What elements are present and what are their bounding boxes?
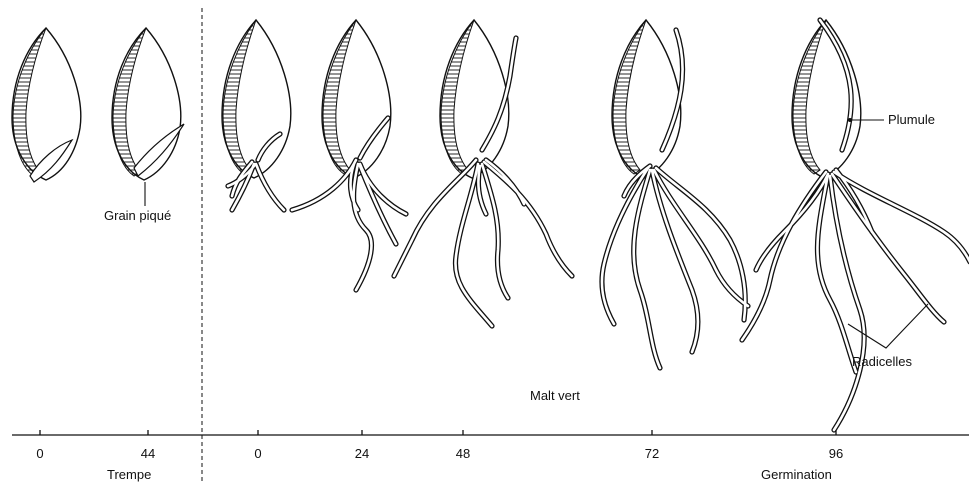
trempe-label: Trempe (107, 468, 151, 481)
grain-trempe-44 (112, 28, 184, 206)
malt-vert-label: Malt vert (530, 389, 580, 402)
grain-germination-48 (394, 20, 572, 326)
radicelles-label: Radicelles (852, 355, 912, 368)
grain-trempe-0 (12, 28, 81, 182)
axis-tick-label: 24 (355, 447, 369, 460)
grain-germination-72 (602, 20, 748, 368)
axis-tick-label: 96 (829, 447, 843, 460)
axis-tick-label: 48 (456, 447, 470, 460)
grain-germination-0 (222, 20, 291, 210)
axis-tick-label: 0 (36, 447, 43, 460)
germination-label: Germination (761, 468, 832, 481)
plumule-label: Plumule (888, 113, 935, 126)
grain-pique-label: Grain piqué (104, 209, 171, 222)
plumule-marker (848, 118, 852, 122)
axis-tick-label: 72 (645, 447, 659, 460)
grain-germination-24 (292, 20, 406, 290)
axis-tick-label: 44 (141, 447, 155, 460)
axis-tick-label: 0 (254, 447, 261, 460)
